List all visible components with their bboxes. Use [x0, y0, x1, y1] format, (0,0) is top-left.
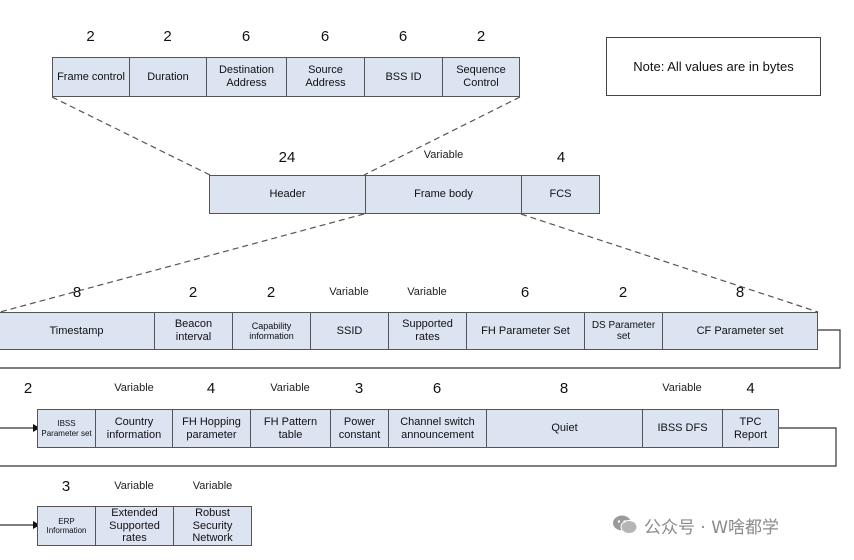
field-destination-address: Destination Address — [206, 57, 287, 97]
watermark-text: 公众号 · W啥都学 — [644, 517, 780, 538]
size-capability-information: 2 — [266, 284, 276, 301]
wechat-icon — [613, 515, 638, 534]
field-tpc-report: TPC Report — [722, 409, 779, 448]
size-sequence-control: 2 — [476, 28, 486, 45]
continuation-line-1 — [0, 329, 841, 369]
zoom-line-left — [51, 96, 211, 176]
field-ibss-dfs: IBSS DFS — [642, 409, 723, 448]
field-country-information: Country information — [95, 409, 173, 448]
size-robust-security-network: Variable — [192, 480, 233, 492]
size-fcs: 4 — [556, 149, 566, 166]
size-timestamp: 8 — [72, 284, 82, 301]
size-cf-parameter-set: 8 — [735, 284, 745, 301]
zoom-line-right — [363, 96, 521, 176]
size-duration: 2 — [163, 28, 172, 45]
zoom-line-right-2 — [520, 213, 819, 313]
field-duration: Duration — [129, 57, 207, 97]
field-supported-rates: Supported rates — [388, 312, 467, 350]
size-country-information: Variable — [114, 382, 154, 394]
field-ibss-parameter-set: IBSS Parameter set — [37, 409, 96, 448]
zoom-line-left-2 — [0, 213, 365, 313]
field-ds-parameter-set: DS Parameter set — [584, 312, 663, 350]
size-source-address: 6 — [320, 28, 330, 45]
size-extended-supported-rates: Variable — [114, 480, 154, 492]
watermark: 公众号 · W啥都学 — [612, 512, 779, 538]
size-header: 24 — [278, 149, 296, 166]
field-beacon-interval: Beacon interval — [154, 312, 233, 350]
size-bss-id: 6 — [398, 28, 408, 45]
field-erp-information: ERP Information — [37, 506, 96, 546]
continuation-line-2 — [0, 427, 837, 467]
field-power-constant: Power constant — [330, 409, 389, 448]
field-header: Header — [209, 175, 366, 214]
size-erp-information: 3 — [61, 478, 71, 495]
size-destination-address: 6 — [241, 28, 251, 45]
field-channel-switch-announcement: Channel switch announcement — [388, 409, 487, 448]
field-fh-pattern-table: FH Pattern table — [250, 409, 331, 448]
size-quiet: 8 — [559, 380, 569, 397]
size-supported-rates: Variable — [407, 286, 447, 298]
field-fcs: FCS — [521, 175, 600, 214]
field-sequence-control: Sequence Control — [442, 57, 520, 97]
size-fh-hopping-parameter: 4 — [206, 380, 216, 397]
size-power-constant: 3 — [354, 380, 364, 397]
field-capability-information: Capability information — [232, 312, 311, 350]
size-tpc-report: 4 — [746, 380, 755, 397]
size-ibss-parameter-set: 2 — [23, 380, 33, 397]
field-robust-security-network: Robust Security Network — [173, 506, 252, 546]
arrow-head-row5 — [33, 521, 40, 529]
field-fh-hopping-parameter: FH Hopping parameter — [172, 409, 251, 448]
field-frame-body: Frame body — [365, 175, 522, 214]
units-note: Note: All values are in bytes — [606, 37, 821, 96]
size-channel-switch-announcement: 6 — [432, 380, 442, 397]
field-extended-supported-rates: Extended Supported rates — [95, 506, 174, 546]
size-fh-parameter-set: 6 — [520, 284, 530, 301]
field-cf-parameter-set: CF Parameter set — [662, 312, 818, 350]
size-frame-body: Variable — [423, 149, 464, 161]
field-timestamp: Timestamp — [0, 312, 155, 350]
field-ssid: SSID — [310, 312, 389, 350]
field-frame-control: Frame control — [52, 57, 130, 97]
size-ibss-dfs: Variable — [662, 382, 702, 394]
field-bss-id: BSS ID — [364, 57, 443, 97]
size-ds-parameter-set: 2 — [618, 284, 628, 301]
size-ssid: Variable — [329, 286, 369, 298]
field-quiet: Quiet — [486, 409, 643, 448]
size-fh-pattern-table: Variable — [270, 382, 310, 394]
field-fh-parameter-set: FH Parameter Set — [466, 312, 585, 350]
size-beacon-interval: 2 — [188, 284, 198, 301]
arrow-head-row4 — [33, 424, 40, 432]
size-frame-control: 2 — [86, 28, 95, 45]
field-source-address: Source Address — [286, 57, 365, 97]
